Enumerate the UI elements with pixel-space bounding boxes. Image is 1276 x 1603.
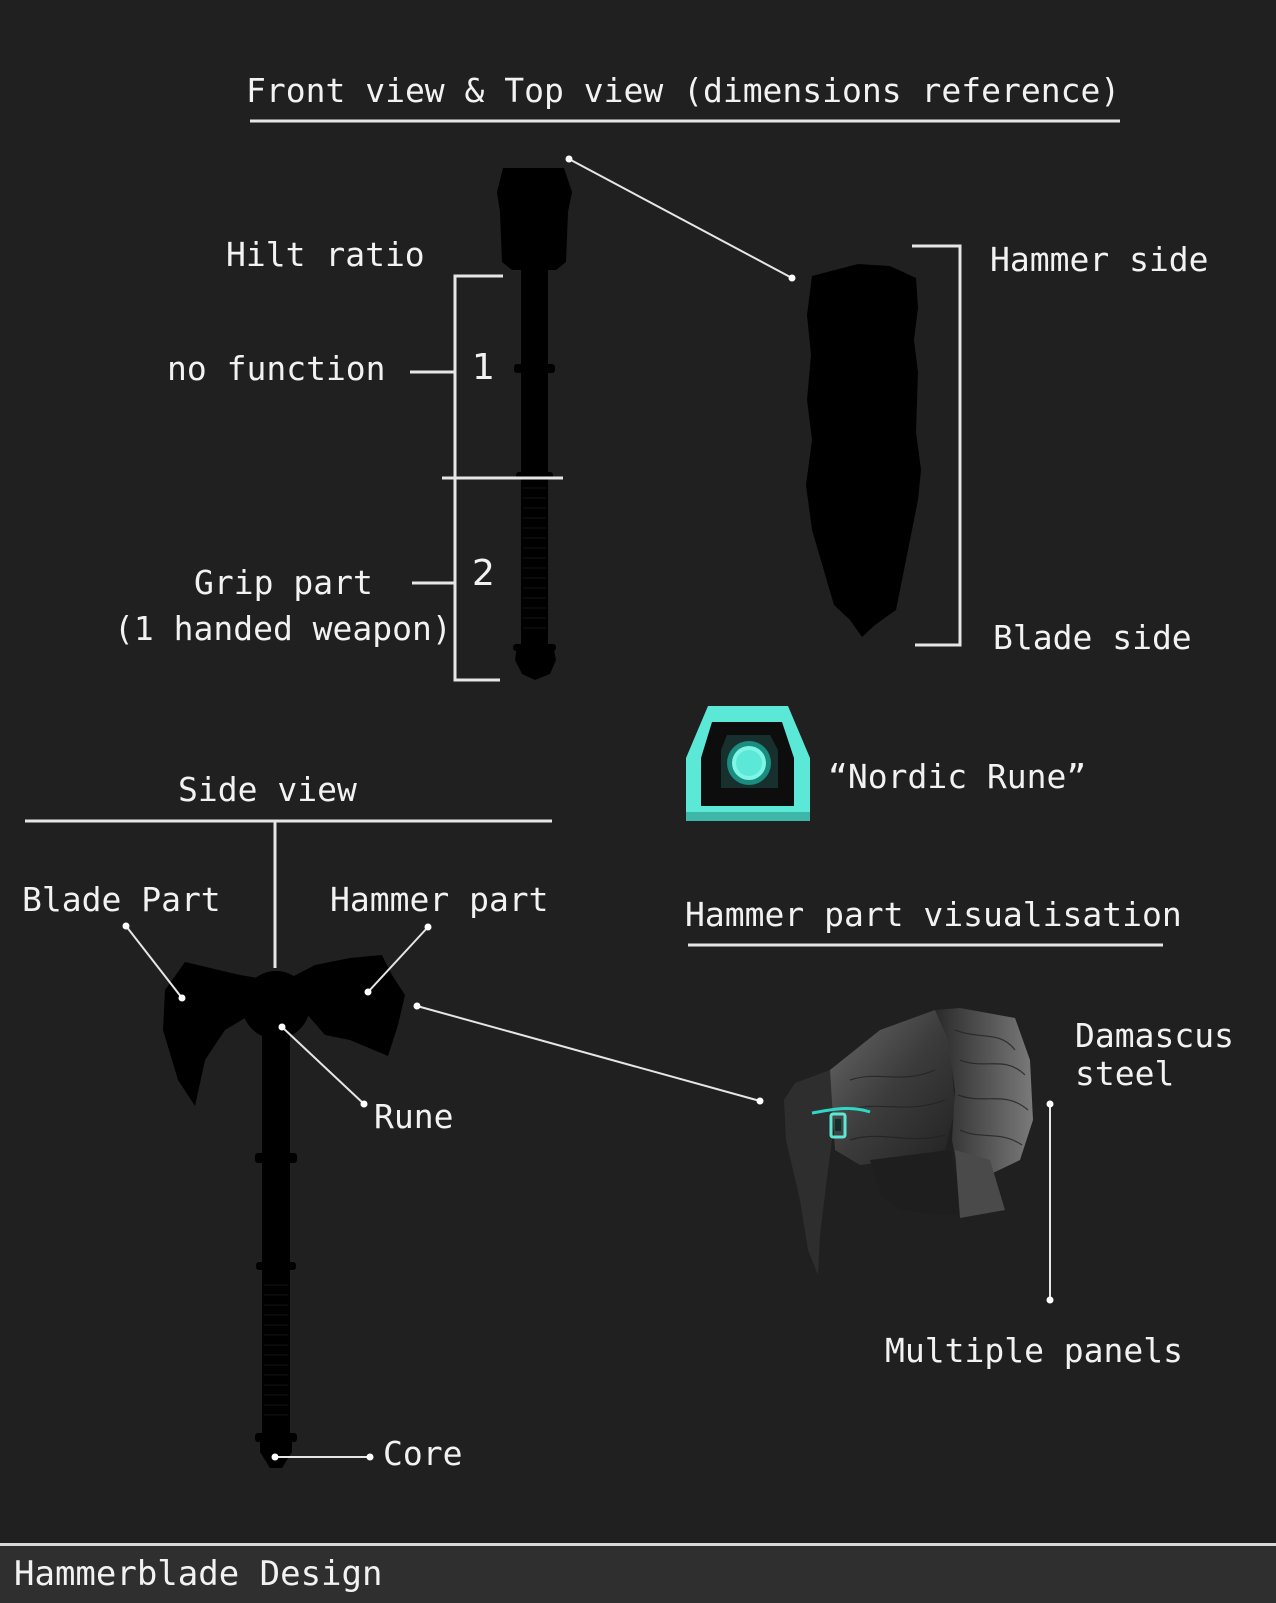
nordic-rune-icon: [686, 706, 810, 821]
front-view-silhouette: [497, 168, 572, 680]
front-top-title: Front view & Top view (dimensions refere…: [246, 71, 1121, 110]
multiple-panels-label: Multiple panels: [885, 1331, 1184, 1370]
leader-dot: [1046, 1100, 1054, 1108]
side-view-leaders: [125, 925, 761, 1458]
side-view-silhouette: [163, 955, 405, 1468]
leader-dots: [122, 922, 764, 1461]
nordic-rune-label: “Nordic Rune”: [828, 757, 1087, 796]
hammer-side-label: Hammer side: [990, 240, 1209, 279]
side-view-title: Side view: [178, 770, 357, 809]
leader-dot: [1046, 1296, 1054, 1304]
ratio-2-label: 2: [472, 553, 495, 594]
steel-label: steel: [1075, 1054, 1175, 1093]
top-view-silhouette: [806, 264, 921, 637]
damascus-label: Damascus: [1075, 1016, 1234, 1055]
hammer-blade-bracket: [912, 244, 962, 647]
blade-part-label: Blade Part: [22, 880, 221, 919]
front-to-top-leader: [568, 158, 793, 279]
ratio-1-label: 1: [472, 347, 495, 388]
core-label: Core: [383, 1434, 463, 1473]
one-handed-label: (1 handed weapon): [114, 609, 452, 648]
hammerblade-diagram: [25, 119, 1163, 1468]
blade-side-label: Blade side: [993, 618, 1192, 657]
rune-label: Rune: [374, 1097, 454, 1136]
side-grip-texture: [264, 1284, 288, 1416]
hilt-ratio-label: Hilt ratio: [226, 235, 425, 274]
footer-bar: Hammerblade Design: [0, 1543, 1276, 1603]
leader-dot: [565, 155, 573, 163]
hammer-part-render: [784, 1008, 1033, 1275]
leader-dot: [788, 274, 796, 282]
hammer-part-label: Hammer part: [330, 880, 549, 919]
ratio-bracket: [410, 274, 563, 682]
no-function-label: no function: [167, 349, 386, 388]
hammer-vis-title: Hammer part visualisation: [685, 895, 1182, 934]
grip-part-label: Grip part: [194, 563, 373, 602]
footer-title: Hammerblade Design: [14, 1554, 383, 1594]
grip-texture: [523, 487, 546, 629]
